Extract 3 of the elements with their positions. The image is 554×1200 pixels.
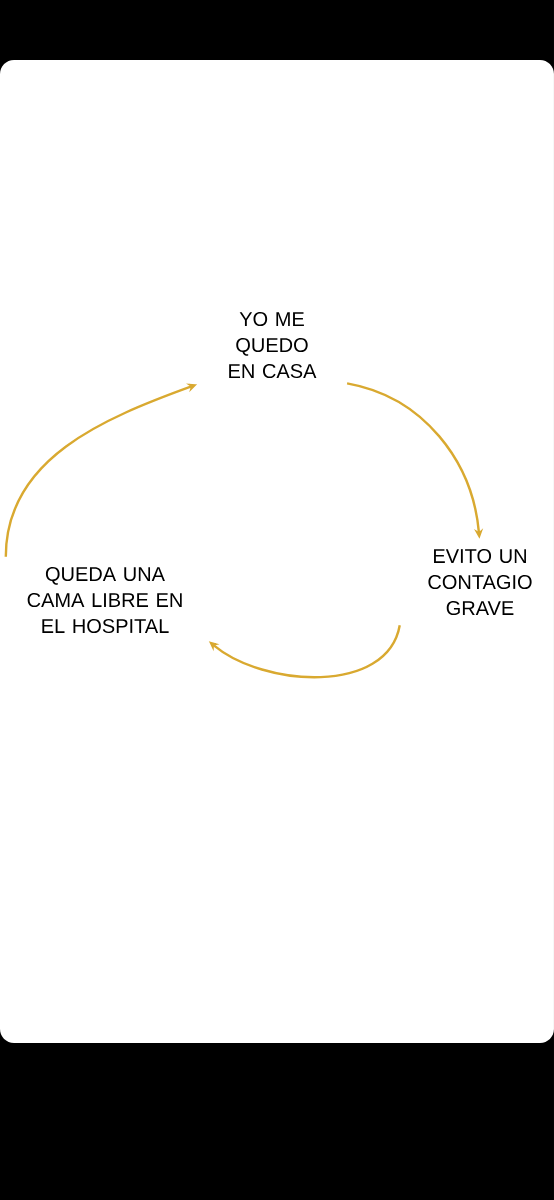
text-label: EVITO UN CONTAGIO GRAVE — [428, 548, 532, 616]
text-label: YO ME QUEDO EN CASA — [229, 311, 317, 379]
text-label: QUEDA UNA CAMA LIBRE EN EL HOSPITAL — [27, 566, 182, 634]
